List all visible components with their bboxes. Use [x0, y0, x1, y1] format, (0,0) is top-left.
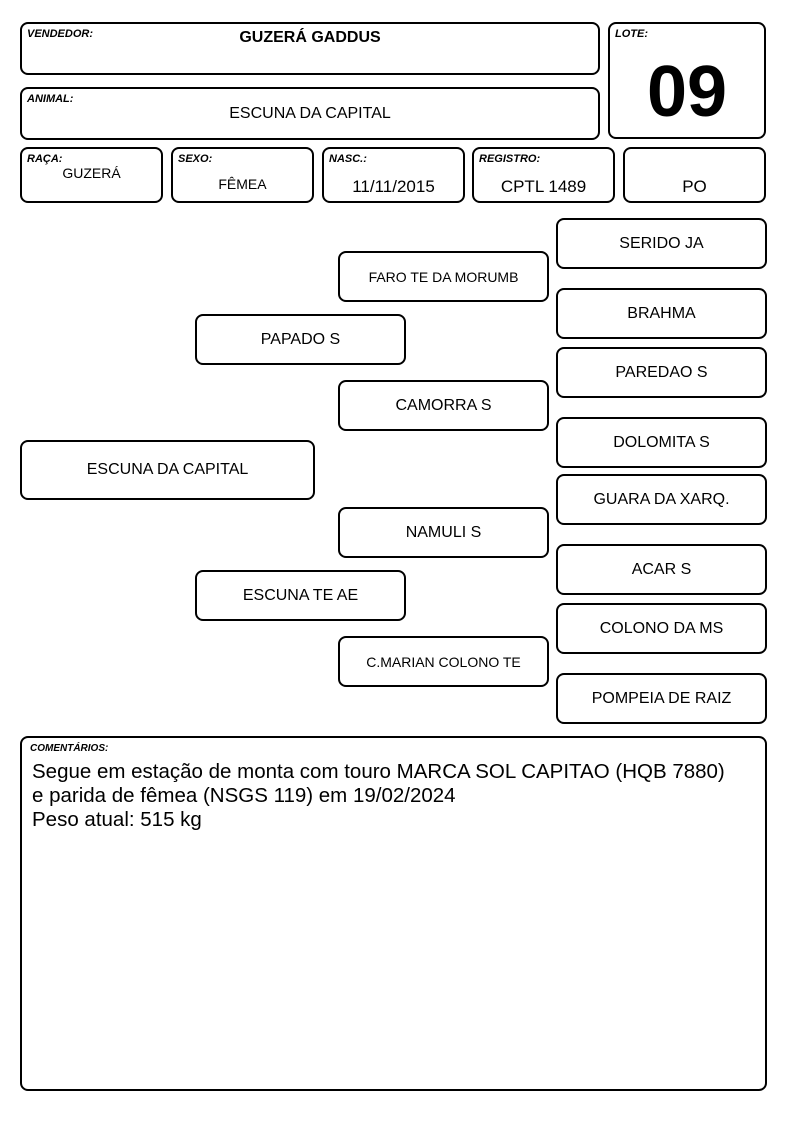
pedigree-dam-sire: NAMULI S: [338, 507, 549, 558]
pedigree-sire-dam: CAMORRA S: [338, 380, 549, 431]
categoria-box: PO: [623, 147, 766, 203]
registro-label: REGISTRO:: [479, 153, 541, 165]
comment-line: Peso atual: 515 kg: [32, 808, 202, 831]
pedigree-sire-sire: FARO TE DA MORUMB: [338, 251, 549, 302]
pedigree-g3-5: GUARA DA XARQ.: [556, 474, 767, 525]
animal-box: ANIMAL: ESCUNA DA CAPITAL: [20, 87, 600, 140]
animal-value: ESCUNA DA CAPITAL: [229, 105, 391, 122]
nasc-value: 11/11/2015: [352, 177, 435, 196]
categoria-value: PO: [682, 177, 707, 196]
registro-value: CPTL 1489: [500, 177, 587, 196]
pedigree-g3-1: SERIDO JA: [556, 218, 767, 269]
pedigree-animal: ESCUNA DA CAPITAL: [20, 440, 315, 500]
pedigree-g3-3: PAREDAO S: [556, 347, 767, 398]
vendedor-value: GUZERÁ GADDUS: [239, 29, 381, 46]
comments-box: COMENTÁRIOS: Segue em estação de monta c…: [20, 736, 767, 1091]
comments-label: COMENTÁRIOS:: [30, 743, 109, 754]
pedigree-g3-6: ACAR S: [556, 544, 767, 595]
lote-label: LOTE:: [615, 28, 648, 40]
pedigree-dam-dam: C.MARIAN COLONO TE: [338, 636, 549, 687]
nasc-label: NASC.:: [329, 153, 367, 165]
nasc-box: NASC.: 11/11/2015: [322, 147, 465, 203]
lote-box: LOTE: 09: [608, 22, 766, 139]
raca-value: GUZERÁ: [62, 165, 121, 181]
sexo-value: FÊMEA: [218, 176, 267, 192]
sexo-label: SEXO:: [178, 153, 213, 165]
pedigree-g3-2: BRAHMA: [556, 288, 767, 339]
comment-line: Segue em estação de monta com touro MARC…: [32, 760, 725, 783]
comment-line: e parida de fêmea (NSGS 119) em 19/02/20…: [32, 784, 456, 807]
registro-box: REGISTRO: CPTL 1489: [472, 147, 615, 203]
pedigree-sire: PAPADO S: [195, 314, 406, 365]
animal-label: ANIMAL:: [27, 93, 74, 105]
raca-box: RAÇA: GUZERÁ: [20, 147, 163, 203]
lote-number: 09: [646, 52, 728, 132]
pedigree-dam: ESCUNA TE AE: [195, 570, 406, 621]
pedigree-g3-4: DOLOMITA S: [556, 417, 767, 468]
vendedor-box: VENDEDOR: GUZERÁ GADDUS: [20, 22, 600, 75]
pedigree-g3-8: POMPEIA DE RAIZ: [556, 673, 767, 724]
sexo-box: SEXO: FÊMEA: [171, 147, 314, 203]
pedigree-g3-7: COLONO DA MS: [556, 603, 767, 654]
raca-label: RAÇA:: [27, 153, 63, 165]
comments-text: Segue em estação de monta com touro MARC…: [32, 760, 725, 832]
vendedor-label: VENDEDOR:: [27, 28, 94, 40]
